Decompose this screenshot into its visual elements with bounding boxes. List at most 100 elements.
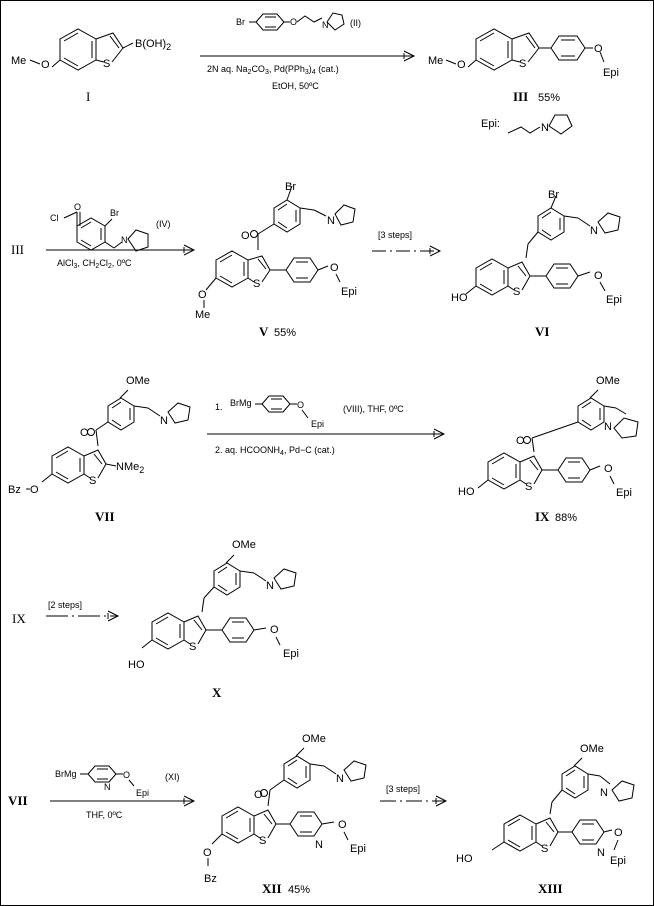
ho-label: HO [456, 853, 473, 865]
n-label: N [104, 782, 111, 792]
s-label: S [189, 641, 196, 653]
compound-label-V: V [259, 324, 269, 339]
compound-label-IX: IX [535, 509, 550, 524]
bz-label: Bz [8, 484, 21, 496]
n-label: N [121, 235, 128, 245]
n-label: N [590, 225, 598, 237]
compound-IX: OMe N O S HO O Epi IX 88% [458, 375, 639, 524]
compound-label-VII-sm: VII [8, 793, 28, 808]
n-label: N [327, 215, 335, 227]
condition-line: THF, 0ºC [86, 810, 123, 820]
steps-label: [2 steps] [48, 600, 82, 610]
br-label: Br [236, 17, 245, 27]
yield-IX: 88% [555, 512, 577, 524]
n-label: N [160, 415, 168, 427]
n-label: N [322, 20, 329, 30]
br-label: Br [110, 208, 119, 218]
o-label-3: O [330, 262, 339, 274]
arrow-4 [50, 795, 196, 807]
o-label: O [80, 427, 89, 439]
compound-label-IX-sm: IX [12, 611, 26, 626]
condition-line: AlCl3, CH2Cl2, 0ºC [57, 258, 132, 270]
condition-line-2: EtOH, 50ºC [272, 81, 319, 91]
o-label-2: O [198, 289, 207, 301]
compound-X: OMe N S HO O Epi X [128, 539, 299, 700]
br-label: Br [285, 181, 296, 193]
epi-def-label: Epi: [481, 118, 500, 130]
n-label: N [541, 122, 549, 134]
yield-XII: 45% [288, 884, 310, 896]
arrow-2steps: [2 steps] [46, 600, 120, 622]
o-label: O [290, 17, 297, 27]
yield-III: 55% [538, 92, 560, 104]
ome-label: OMe [596, 375, 620, 387]
epi-label: Epi [603, 67, 619, 79]
reagent-label: (VIII), THF, 0ºC [343, 404, 404, 414]
o-label: O [123, 770, 130, 780]
epi-label: Epi [606, 294, 622, 306]
reagent-VIII: 1. BrMg O Epi (VIII), THF, 0ºC [215, 395, 404, 429]
epi-label: Epi [311, 419, 324, 429]
o-label-2: O [604, 463, 613, 475]
nme2-label: NMe2 [116, 461, 144, 475]
compound-label-X: X [212, 685, 222, 700]
o-label-2: O [30, 484, 39, 496]
me-label: Me [11, 55, 26, 67]
condition-step-2: 2. aq. HCOONH4, Pd−C (cat.) [215, 445, 335, 457]
compound-label-III: III [513, 89, 528, 104]
ome-label: OMe [580, 743, 604, 755]
compound-label-I: I [86, 89, 90, 104]
s-label: S [89, 475, 96, 487]
reagent-label: (XI) [165, 772, 180, 782]
brmg-label: BrMg [55, 769, 77, 779]
s-label: S [259, 835, 266, 847]
compound-label-VII: VII [95, 509, 115, 524]
pyridine-n-label: N [315, 839, 323, 851]
yield-V: 55% [274, 327, 296, 339]
o-label: O [270, 624, 279, 636]
s-label: S [103, 58, 110, 70]
reagent-II: Br O N (II) [236, 12, 361, 31]
o-label: O [74, 202, 81, 212]
ome-label: OMe [302, 733, 326, 745]
step-1-label: 1. [215, 402, 223, 412]
compound-XIII: OMe N S HO N O Epi XIII [456, 743, 635, 896]
arrow-3steps-b: [3 steps] [380, 784, 448, 807]
compound-label-XII: XII [262, 881, 282, 896]
o-label: O [594, 270, 603, 282]
arrow-2 [46, 244, 196, 256]
compound-VII: OMe N O S NMe2 O Bz VII [8, 375, 191, 524]
me-label: Me [195, 309, 210, 321]
o-label: O [41, 59, 50, 71]
epi-definition: Epi: N [481, 114, 573, 135]
ho-label: HO [128, 659, 145, 671]
compound-XII: OMe N O S O Bz N O Epi XII 45% [203, 733, 367, 896]
bz-label: Bz [204, 873, 217, 885]
arrow-3 [207, 428, 446, 440]
ho-label: HO [451, 292, 468, 304]
epi-label: Epi [136, 788, 149, 798]
epi-label: Epi [341, 286, 357, 298]
brmg-label: BrMg [230, 398, 252, 408]
epi-label: Epi [283, 648, 299, 660]
s-label: S [253, 278, 260, 290]
n-label: N [604, 421, 612, 433]
steps-label: [3 steps] [386, 784, 420, 794]
steps-label: [3 steps] [378, 230, 412, 240]
compound-VI: Br N S HO O Epi VI [451, 189, 622, 339]
compound-III: Me O S O Epi III 55% [428, 28, 619, 104]
compound-I: Me O S B(OH)2 I [11, 28, 171, 104]
n-label: N [266, 580, 274, 592]
n-label: N [336, 773, 344, 785]
epi-label: Epi [616, 487, 632, 499]
ome-label: OMe [232, 539, 256, 551]
n-label: N [600, 787, 608, 799]
arrow-1 [200, 50, 416, 62]
pyridine-n-label: N [597, 847, 605, 859]
reagent-IV: O Cl Br N (IV) [50, 202, 171, 252]
o-label: O [297, 400, 304, 410]
me-label: Me [428, 55, 443, 67]
s-label: S [541, 843, 548, 855]
compound-label-XIII: XIII [538, 881, 563, 896]
